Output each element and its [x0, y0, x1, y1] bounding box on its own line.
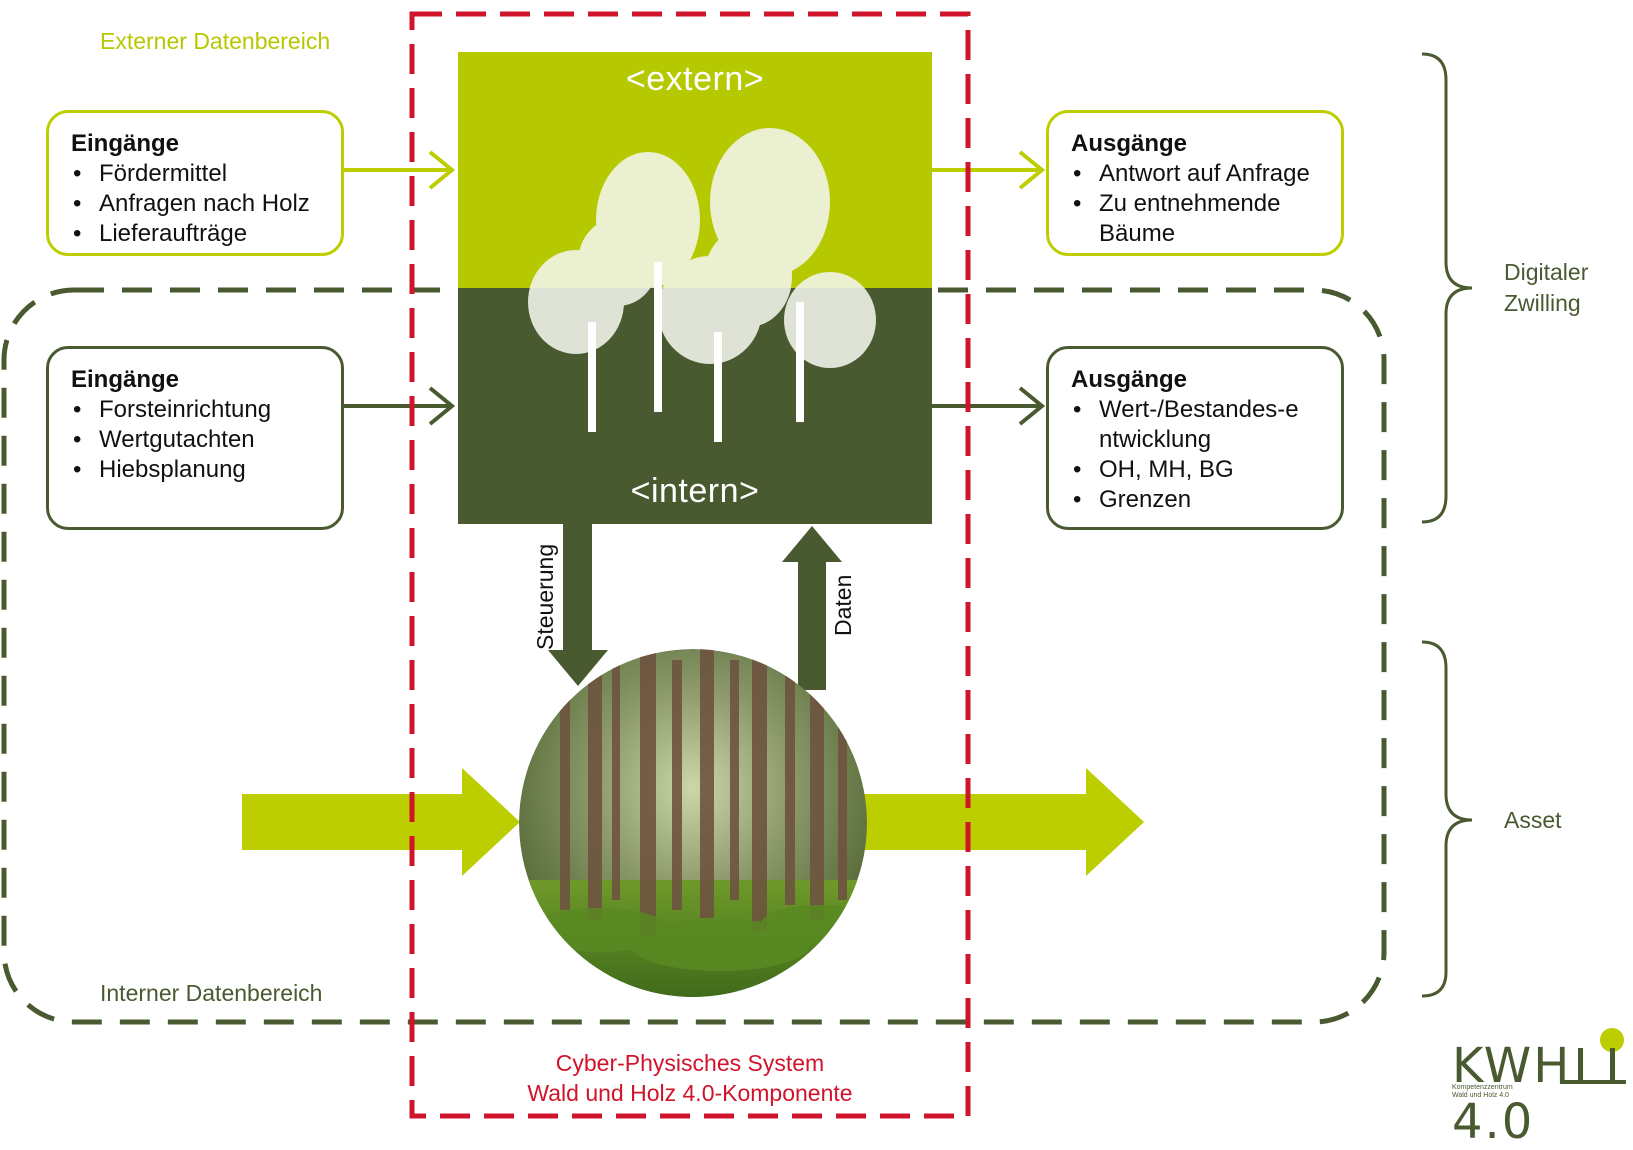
list-item: Antwort auf Anfrage	[1073, 159, 1321, 189]
external-outputs-title: Ausgänge	[1071, 130, 1188, 157]
asset-output-arrow	[860, 768, 1144, 876]
list-item: Lieferaufträge	[73, 219, 321, 249]
internal-outputs-list: Wert-/Bestandes-entwicklung OH, MH, BG G…	[1071, 395, 1321, 515]
digital-twin-bracket	[1421, 52, 1473, 524]
internal-data-area-label: Interner Datenbereich	[100, 980, 323, 1006]
digital-twin-label: Digitaler Zwilling	[1504, 257, 1588, 319]
forest-photo	[519, 649, 867, 997]
external-outputs-list: Antwort auf Anfrage Zu entnehmende Bäume	[1071, 159, 1321, 249]
internal-outputs-box: Ausgänge Wert-/Bestandes-entwicklung OH,…	[1046, 346, 1344, 530]
control-label: Steuerung	[532, 543, 558, 650]
asset-bracket	[1421, 640, 1473, 998]
digital-twin-trees	[528, 128, 876, 442]
list-item: Wert-/Bestandes-entwicklung	[1073, 395, 1299, 455]
cps-label-line1: Cyber-Physisches System	[555, 1050, 825, 1076]
logo-subtitle-line1: Kompetenzzentrum	[1452, 1084, 1513, 1091]
internal-inputs-box: Eingänge Forsteinrichtung Wertgutachten …	[46, 346, 344, 530]
digital-twin-label-line2: Zwilling	[1504, 290, 1581, 316]
internal-outputs-title: Ausgänge	[1071, 366, 1188, 393]
cps-label-line2: Wald und Holz 4.0-Komponente	[527, 1080, 853, 1106]
internal-data-area	[1, 287, 1387, 1025]
external-inputs-title: Eingänge	[71, 130, 180, 157]
external-outputs-box: Ausgänge Antwort auf Anfrage Zu entnehme…	[1046, 110, 1344, 256]
internal-inputs-title: Eingänge	[71, 366, 180, 393]
cps-label: Cyber-Physisches System Wald und Holz 4.…	[412, 1048, 968, 1108]
logo-subtitle-line2: Wald und Holz 4.0	[1452, 1092, 1509, 1099]
asset-input-arrow	[242, 768, 520, 876]
list-item: Fördermittel	[73, 159, 321, 189]
external-inputs-box: Eingänge Fördermittel Anfragen nach Holz…	[46, 110, 344, 256]
control-arrow	[548, 524, 608, 686]
list-item: Anfragen nach Holz	[73, 189, 321, 219]
list-item: Grenzen	[1073, 485, 1321, 515]
extern-title: <extern>	[625, 60, 765, 98]
list-item: Forsteinrichtung	[73, 395, 321, 425]
kwh-logo-graphic	[1560, 1028, 1626, 1084]
data-label: Daten	[830, 574, 856, 636]
data-arrow	[782, 526, 842, 690]
asset-label: Asset	[1504, 807, 1562, 833]
internal-inputs-list: Forsteinrichtung Wertgutachten Hiebsplan…	[71, 395, 321, 485]
list-item: OH, MH, BG	[1073, 455, 1321, 485]
digital-twin-label-line1: Digitaler	[1504, 259, 1589, 285]
external-inputs-list: Fördermittel Anfragen nach Holz Lieferau…	[71, 159, 321, 249]
list-item: Wertgutachten	[73, 425, 321, 455]
intern-title: <intern>	[630, 472, 760, 510]
kwh-logo-subtitle: Kompetenzzentrum Wald und Holz 4.0	[1452, 1084, 1513, 1100]
external-data-area-label: Externer Datenbereich	[100, 28, 331, 54]
list-item: Hiebsplanung	[73, 455, 321, 485]
list-item: Zu entnehmende Bäume	[1073, 189, 1299, 249]
cps-frame	[409, 11, 971, 1119]
